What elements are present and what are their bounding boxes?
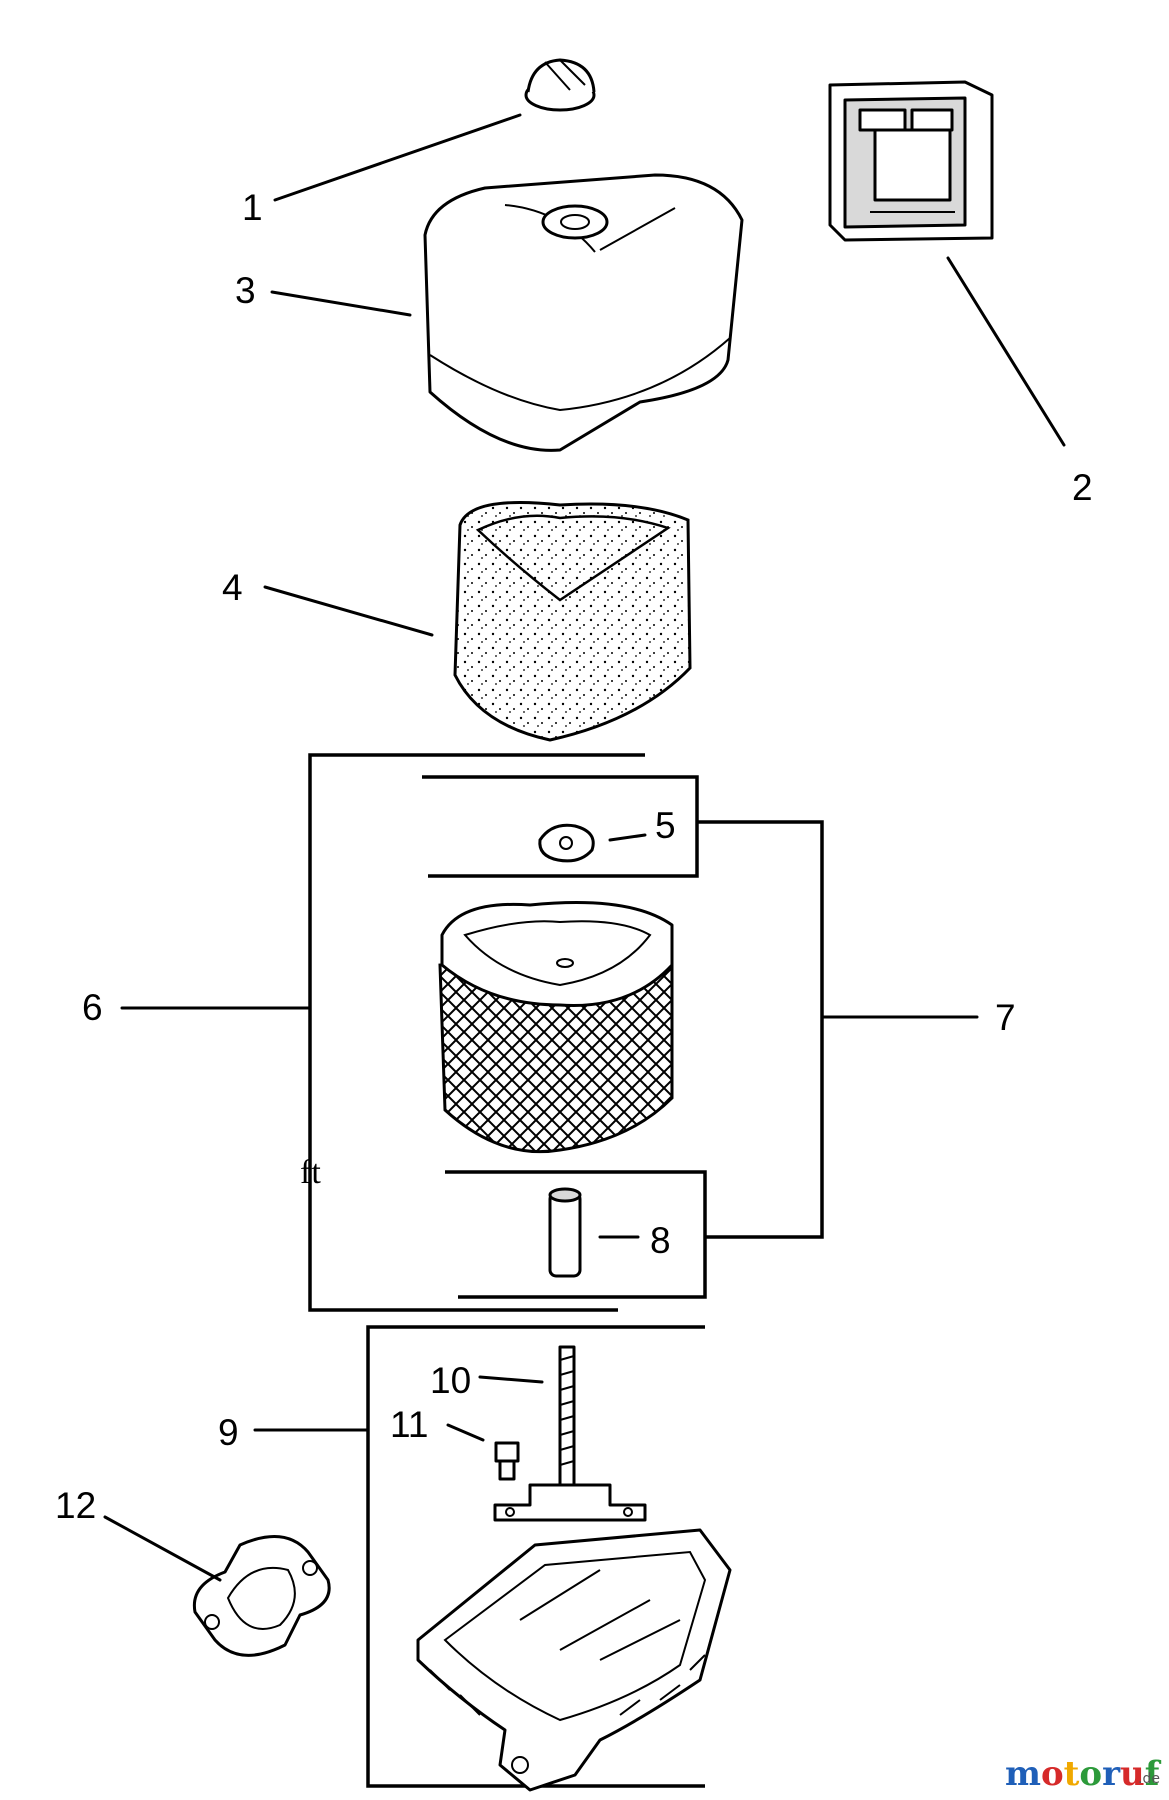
part-5-clip (538, 823, 595, 863)
callout-labels: 1 2 3 4 5 6 7 8 9 10 11 12 ft (55, 187, 1093, 1526)
callout-12: 12 (55, 1485, 96, 1526)
callout-2: 2 (1072, 467, 1093, 508)
watermark-letter: m (1005, 1754, 1041, 1794)
watermark-letter: t (1064, 1754, 1080, 1794)
part-1-knob (524, 58, 596, 112)
watermark-letter: o (1041, 1754, 1064, 1794)
callout-11: 11 (390, 1404, 428, 1445)
callout-10: 10 (430, 1360, 471, 1401)
part-8-spacer (548, 1187, 582, 1278)
callout-3: 3 (235, 270, 256, 311)
part-3-cover (423, 173, 744, 452)
callout-5: 5 (655, 805, 676, 846)
part-10-stud (558, 1345, 576, 1489)
callout-6: 6 (82, 987, 103, 1028)
callout-4: 4 (222, 567, 243, 608)
bracket-plate (493, 1483, 647, 1522)
watermark-logo: motoruf .de (1005, 1754, 1162, 1794)
callout-9: 9 (218, 1412, 239, 1453)
part-11-screw (494, 1441, 520, 1481)
stray-text: ft (300, 1154, 321, 1191)
callout-8: 8 (650, 1220, 671, 1261)
watermark-letter: u (1120, 1754, 1145, 1794)
watermark-text: motoruf (1005, 1754, 1162, 1794)
watermark-letter: r (1102, 1754, 1121, 1794)
callout-1: 1 (242, 187, 263, 228)
part-12-gasket (192, 1535, 331, 1657)
watermark-suffix: .de (1138, 1771, 1160, 1787)
paper-filter-element (438, 901, 674, 1154)
part-4-foam-element (453, 501, 692, 742)
watermark-letter: o (1079, 1754, 1102, 1794)
leader-lines (103, 113, 1066, 1582)
callout-7: 7 (995, 997, 1016, 1038)
part-2-precleaner (828, 80, 994, 242)
air-cleaner-base (416, 1528, 732, 1792)
bracket-7-panels (422, 775, 979, 1299)
bracket-6 (308, 753, 645, 1312)
watermark-letter: f (1145, 1754, 1162, 1794)
